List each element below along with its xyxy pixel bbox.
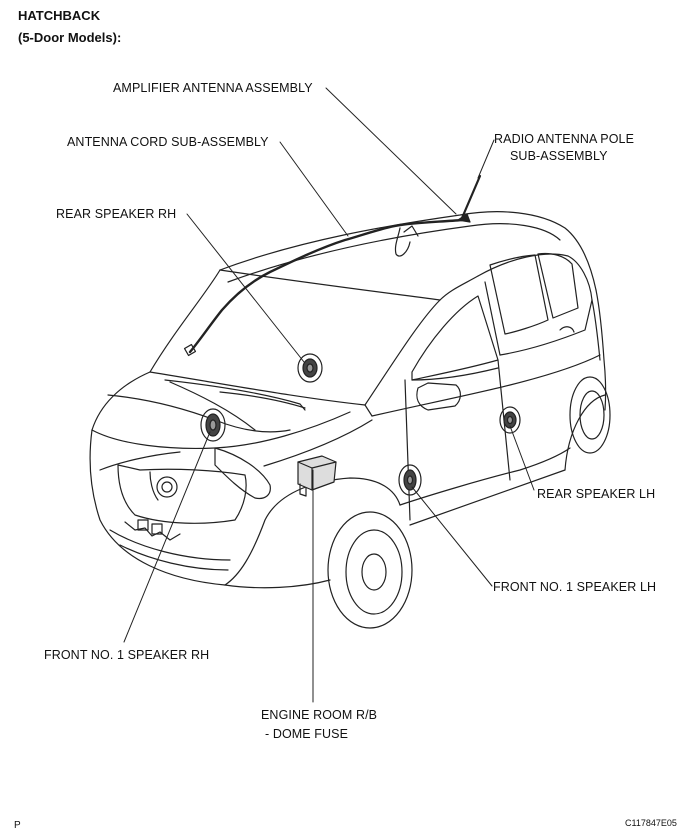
- page-mark: P: [14, 820, 21, 831]
- front-speaker-rh: [200, 408, 226, 442]
- label-rear-speaker-rh: REAR SPEAKER RH: [56, 207, 177, 221]
- leader-lines: [123, 87, 535, 703]
- label-radio-antenna-pole-line2: SUB-ASSEMBLY: [510, 149, 608, 163]
- label-front-no1-speaker-lh: FRONT NO. 1 SPEAKER LH: [493, 580, 657, 594]
- front-speaker-lh: [398, 464, 422, 496]
- label-amplifier-antenna-assembly: AMPLIFIER ANTENNA ASSEMBLY: [113, 81, 313, 95]
- label-antenna-cord-sub-assembly: ANTENNA CORD SUB-ASSEMBLY: [67, 135, 269, 149]
- label-front-no1-speaker-rh: FRONT NO. 1 SPEAKER RH: [44, 648, 210, 662]
- label-rear-speaker-lh: REAR SPEAKER LH: [537, 487, 656, 501]
- rear-speaker-rh: [297, 353, 323, 383]
- car-body: [89, 211, 611, 629]
- diagram-title: HATCHBACK: [18, 8, 101, 23]
- engine-room-relay-block: [297, 455, 337, 497]
- label-engine-room-rb: ENGINE ROOM R/B: [261, 708, 378, 722]
- label-dome-fuse: - DOME FUSE: [265, 727, 349, 741]
- antenna-cord: [188, 218, 464, 354]
- radio-antenna-pole: [460, 174, 482, 220]
- figure-code: C117847E05: [625, 818, 677, 828]
- diagram-subtitle: (5-Door Models):: [18, 30, 122, 45]
- label-radio-antenna-pole-line1: RADIO ANTENNA POLE: [494, 132, 635, 146]
- rear-speaker-lh: [499, 406, 521, 434]
